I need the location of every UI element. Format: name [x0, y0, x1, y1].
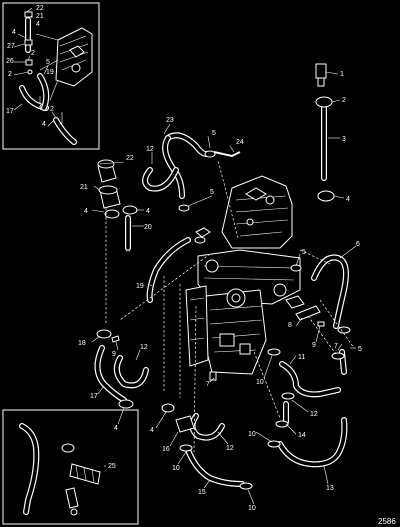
overview-inset: 22 21 4 4 27 2 26 5 19 2 4 17 2 4	[2, 2, 100, 150]
callout-22: 22	[126, 155, 134, 162]
callouts: 1 2 3 4 23 5 24 12 22 21 4 4 20 5 6 5 19…	[78, 71, 362, 512]
callout-13: 13	[326, 485, 334, 492]
overview-callout-21: 21	[36, 13, 44, 20]
callout-17: 17	[90, 393, 98, 400]
overview-callout-2a: 2	[31, 50, 35, 57]
callout-4a: 4	[346, 196, 350, 203]
callout-5d: 5	[358, 346, 362, 353]
overview-callout-5: 5	[46, 59, 50, 66]
overview-inset-frame	[2, 2, 100, 150]
callout-4b: 4	[84, 208, 88, 215]
overview-engine-drawing	[19, 11, 93, 145]
overview-leader-lines	[13, 7, 57, 127]
overview-callout-26: 26	[6, 58, 14, 65]
callout-20: 20	[144, 224, 152, 231]
callout-1: 1	[340, 71, 344, 78]
callout-23: 23	[166, 117, 174, 124]
callout-3: 3	[342, 136, 346, 143]
callout-12b: 12	[140, 344, 148, 351]
overview-callout-2c: 2	[50, 106, 54, 113]
overview-callout-4c: 4	[38, 105, 42, 112]
callout-10b: 10	[172, 465, 180, 472]
overview-callout-4d: 4	[42, 121, 46, 128]
callout-9b: 9	[112, 351, 116, 358]
callout-5c: 5	[302, 249, 306, 256]
callout-12a: 12	[146, 146, 154, 153]
callout-15: 15	[198, 489, 206, 496]
callout-5a: 5	[212, 130, 216, 137]
callout-2a: 2	[342, 97, 346, 104]
overview-callout-19: 19	[46, 69, 54, 76]
callout-7a: 7	[334, 343, 338, 350]
callout-6: 6	[356, 241, 360, 248]
reference-lines	[105, 159, 355, 453]
callout-21: 21	[80, 184, 88, 191]
leader-lines	[91, 71, 357, 505]
overview-callout-27: 27	[7, 43, 15, 50]
callout-14: 14	[298, 432, 306, 439]
fittings	[96, 63, 351, 490]
callout-11: 11	[298, 354, 305, 361]
overview-callout-22: 22	[36, 5, 44, 12]
callout-5b: 5	[210, 189, 214, 196]
overview-callout-17: 17	[6, 108, 14, 115]
callout-16: 16	[162, 446, 170, 453]
callout-4d: 4	[114, 425, 118, 432]
callout-10c: 10	[248, 431, 256, 438]
callout-18: 18	[78, 340, 86, 347]
detail-inset-frame	[2, 409, 139, 525]
callout-4e: 4	[150, 427, 154, 434]
callout-19: 19	[136, 283, 144, 290]
detail-inset: 25	[2, 409, 139, 525]
engine-block	[185, 175, 305, 375]
callout-10a: 10	[256, 379, 264, 386]
figure-id: 2586	[378, 517, 396, 526]
callout-12c: 12	[310, 411, 318, 418]
hoses	[94, 105, 349, 487]
callout-7b: 7	[206, 381, 210, 388]
callout-12d: 12	[226, 445, 234, 452]
overview-callout-4b: 4	[12, 29, 16, 36]
overview-callout-2b: 2	[8, 71, 12, 78]
callout-8: 8	[288, 322, 292, 329]
callout-24: 24	[236, 139, 244, 146]
callout-10d: 10	[248, 505, 256, 512]
callout-9a: 9	[312, 342, 316, 349]
overview-callout-4a: 4	[36, 21, 40, 28]
detail-callout-25: 25	[108, 463, 116, 470]
callout-4c: 4	[146, 208, 150, 215]
